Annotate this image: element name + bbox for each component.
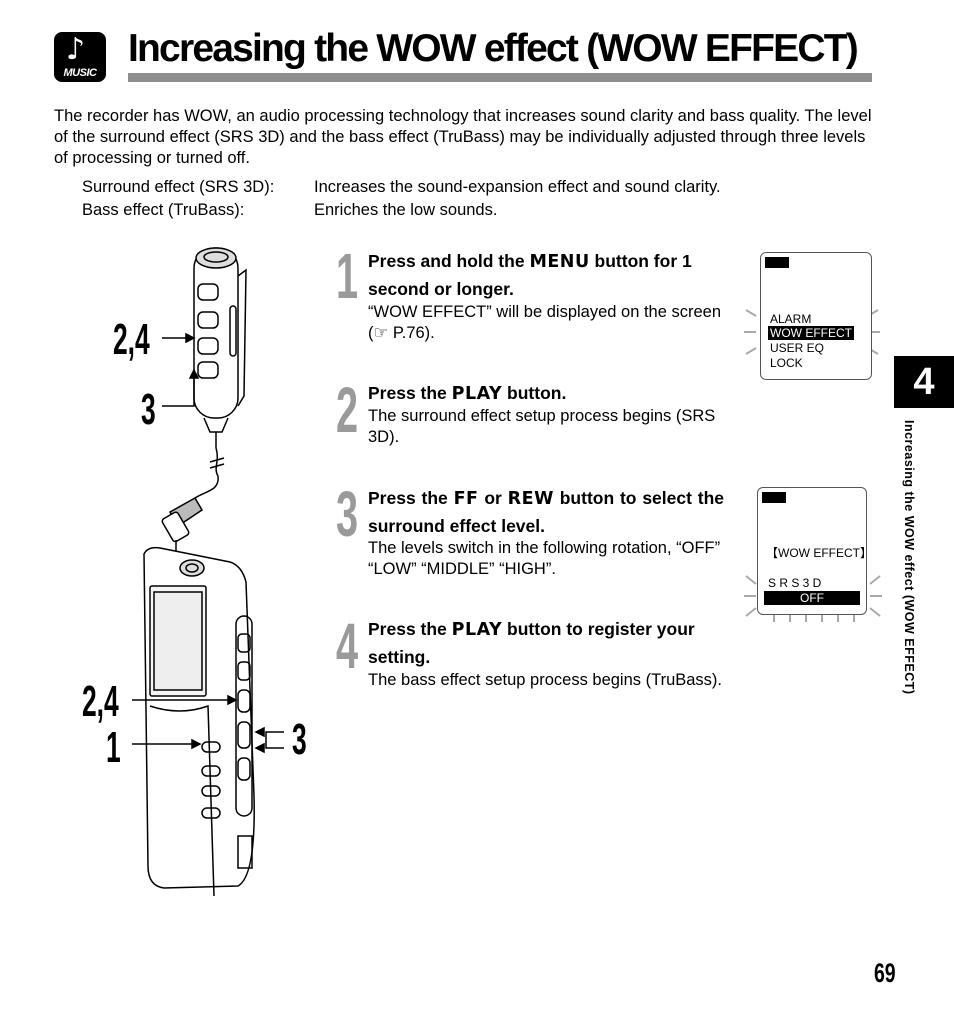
lcd-screen-srs: 【WOW EFFECT】 S R S 3 D OFF: [757, 487, 872, 615]
callout-lower-1: 1: [106, 723, 121, 772]
definition-term: Surround effect (SRS 3D):: [82, 178, 275, 196]
definition-desc: Enriches the low sounds.: [314, 201, 498, 219]
lcd-srs-label: S R S 3 D: [768, 576, 822, 590]
step-2-title: Press the PLAY button.: [368, 383, 567, 404]
callout-upper-2-4: 2,4: [113, 315, 150, 364]
callout-lower-3: 3: [292, 715, 307, 764]
lcd-screen-menu: ALARM WOW EFFECT USER EQ LOCK: [760, 252, 872, 380]
music-icon-label: MUSIC: [63, 67, 97, 79]
play-key-label: PLAY: [451, 620, 503, 640]
side-section-label-text: Increasing the WOW effect (WOW EFFECT): [902, 420, 916, 695]
chapter-tab: 4: [894, 356, 954, 408]
lcd-srs-value: OFF: [764, 591, 860, 605]
title-underline: [128, 73, 872, 82]
step-4-body: The bass effect setup process begins (Tr…: [368, 671, 723, 689]
lcd-menu-item-selected: WOW EFFECT: [768, 326, 854, 340]
callout-lower-2-4: 2,4: [82, 677, 119, 726]
definition-surround: Surround effect (SRS 3D): Increases the s…: [82, 177, 721, 198]
battery-icon: [765, 257, 789, 268]
step-1-body: “WOW EFFECT” will be displayed on the sc…: [368, 303, 722, 342]
step-3-title: Press the FF or REW button to select the…: [368, 488, 725, 536]
step-number: 4: [336, 610, 359, 682]
definition-bass: Bass effect (TruBass): Enriches the low s…: [82, 200, 497, 221]
step-number: 1: [336, 240, 359, 312]
step-3-body: The levels switch in the following rotat…: [368, 539, 721, 578]
lcd-menu-item: USER EQ: [770, 341, 825, 355]
battery-icon: [762, 492, 786, 503]
intro-paragraph: The recorder has WOW, an audio processin…: [54, 107, 872, 167]
step-number: 3: [336, 478, 359, 550]
step-2-body: The surround effect setup process begins…: [368, 407, 716, 446]
definition-term: Bass effect (TruBass):: [82, 201, 245, 219]
step-number: 2: [336, 374, 359, 446]
rew-key-label: REW: [507, 489, 554, 509]
lcd-menu-item: LOCK: [770, 356, 803, 370]
page-number: 69: [874, 958, 896, 988]
lcd-heading: 【WOW EFFECT】: [766, 546, 872, 560]
recorder-illustration: [132, 247, 284, 896]
music-icon: ♪ MUSIC: [54, 32, 106, 82]
side-section-label: Increasing the WOW effect (WOW EFFECT): [898, 420, 918, 780]
music-note-icon: ♪: [66, 32, 86, 67]
lcd-menu-item: ALARM: [770, 312, 812, 326]
step-4-title: Press the PLAY button to register your s…: [368, 619, 695, 667]
definition-desc: Increases the sound-expansion effect and…: [314, 178, 721, 196]
page-title: Increasing the WOW effect (WOW EFFECT): [128, 27, 859, 70]
play-key-label: PLAY: [451, 384, 503, 404]
step-1-title: Press and hold the MENU button for 1 sec…: [368, 251, 692, 299]
menu-key-label: MENU: [529, 252, 590, 272]
ff-key-label: FF: [453, 489, 479, 509]
callout-upper-3: 3: [141, 385, 156, 434]
